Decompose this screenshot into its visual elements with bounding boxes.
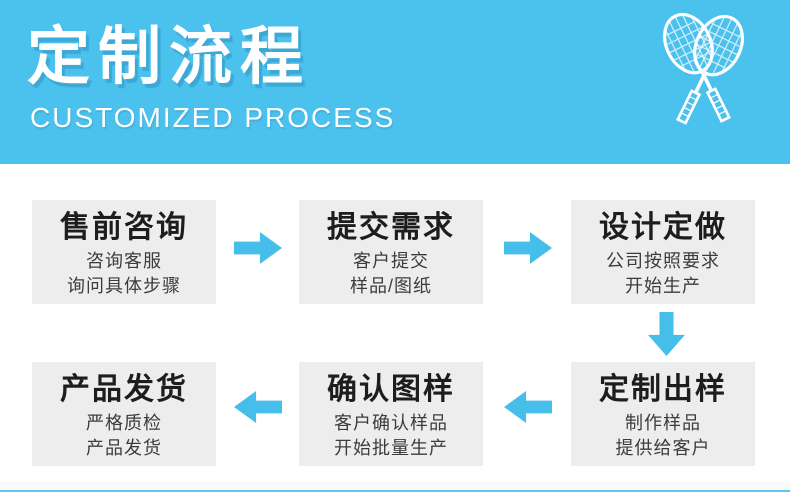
step-box-design-customize: 设计定做 公司按照要求 开始生产: [571, 200, 755, 304]
step-desc-line: 公司按照要求: [606, 251, 720, 271]
step-desc-line: 开始生产: [625, 276, 701, 296]
step-title: 确认图样: [327, 373, 455, 406]
step-desc-line: 开始批量生产: [334, 438, 448, 458]
step-desc-line: 咨询客服: [86, 251, 162, 271]
step-box-submit-requirements: 提交需求 客户提交 样品/图纸: [299, 200, 483, 304]
arrow-right-icon: [504, 232, 552, 264]
step-desc-line: 询问具体步骤: [67, 276, 181, 296]
step-title: 产品发货: [60, 373, 188, 406]
arrow-left-icon: [234, 391, 282, 423]
step-desc-line: 严格质检: [86, 413, 162, 433]
arrow-down-icon: [648, 312, 685, 356]
step-desc-line: 样品/图纸: [349, 276, 432, 296]
step-title: 设计定做: [599, 211, 727, 244]
step-desc-line: 产品发货: [86, 438, 162, 458]
step-title: 提交需求: [327, 211, 455, 244]
footer-accent-line: [0, 490, 790, 492]
step-title: 定制出样: [599, 373, 727, 406]
step-desc-line: 客户确认样品: [334, 413, 448, 433]
step-desc-line: 制作样品: [625, 413, 701, 433]
step-desc-line: 提供给客户: [615, 438, 711, 458]
step-title: 售前咨询: [60, 211, 188, 244]
step-box-custom-sample: 定制出样 制作样品 提供给客户: [571, 362, 755, 466]
step-desc-line: 客户提交: [353, 251, 429, 271]
badminton-rackets-icon: [653, 6, 754, 133]
page-title: 定制流程: [27, 22, 311, 92]
step-box-product-shipment: 产品发货 严格质检 产品发货: [32, 362, 216, 466]
step-box-confirm-design: 确认图样 客户确认样品 开始批量生产: [299, 362, 483, 466]
header-banner: 定制流程 CUSTOMIZED PROCESS: [0, 0, 790, 164]
page-subtitle: CUSTOMIZED PROCESS: [30, 102, 396, 133]
arrow-right-icon: [234, 232, 282, 264]
step-box-presale-consulting: 售前咨询 咨询客服 询问具体步骤: [32, 200, 216, 304]
footer-band: [0, 481, 790, 490]
arrow-left-icon: [504, 391, 552, 423]
